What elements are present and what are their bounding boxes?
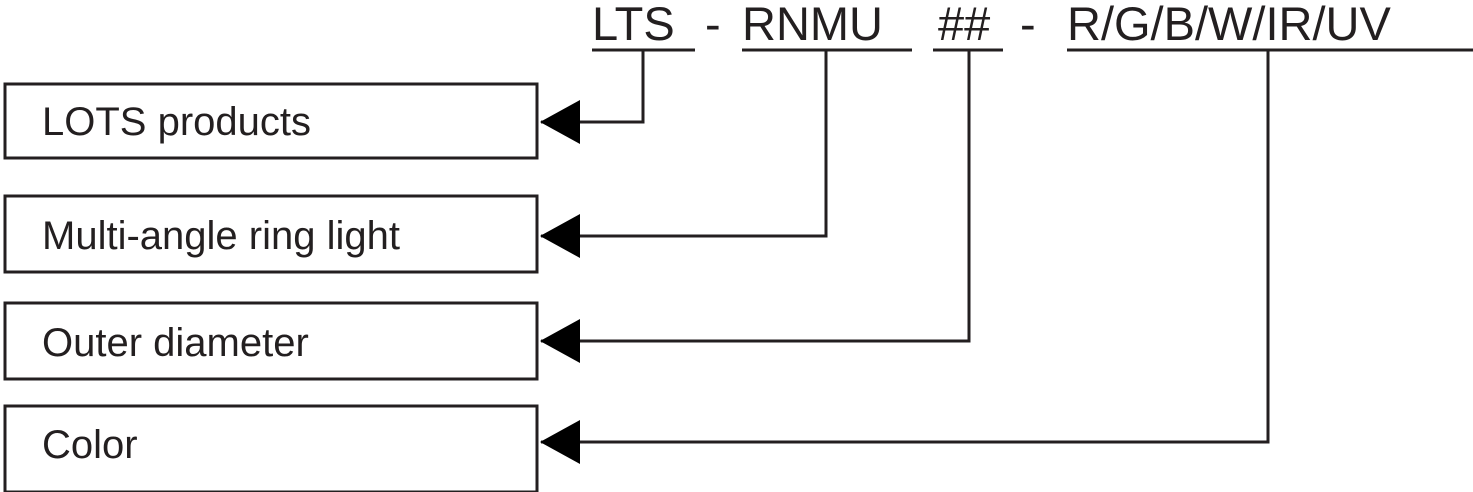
box-outline	[3, 301, 539, 381]
code-segment-size: ##	[938, 0, 990, 50]
box-label-outer-diameter: Outer diameter	[42, 321, 309, 365]
box-label-lots-products: LOTS products	[42, 100, 311, 144]
connector-4	[541, 50, 1270, 444]
arrowheads-group	[540, 100, 580, 464]
connector-1	[541, 50, 645, 124]
arrow-head-4	[540, 420, 580, 464]
box-outline	[3, 82, 539, 160]
legend-box-lots-products: LOTS products	[3, 82, 539, 160]
arrow-head-2	[540, 214, 580, 258]
code-segment-rnmu: RNMU	[742, 0, 883, 50]
code-segment-lts: LTS	[592, 0, 675, 50]
arrow-head-1	[540, 100, 580, 144]
box-label-color: Color	[42, 423, 138, 467]
legend-box-ring-light: Multi-angle ring light	[3, 194, 539, 274]
code-separator-1: -	[705, 0, 721, 50]
code-separator-2: -	[1020, 0, 1036, 50]
arrow-head-3	[540, 319, 580, 363]
box-outline	[3, 194, 539, 274]
box-label-ring-light: Multi-angle ring light	[42, 214, 400, 258]
connector-3	[541, 50, 971, 343]
legend-box-outer-diameter: Outer diameter	[3, 301, 539, 381]
box-outline	[3, 404, 539, 492]
connectors-group	[541, 50, 1270, 444]
code-string-group: LTS - RNMU ## - R/G/B/W/IR/UV	[592, 0, 1391, 50]
connector-2	[541, 50, 828, 238]
legend-box-color: Color	[3, 404, 539, 492]
code-segment-color: R/G/B/W/IR/UV	[1067, 0, 1391, 50]
